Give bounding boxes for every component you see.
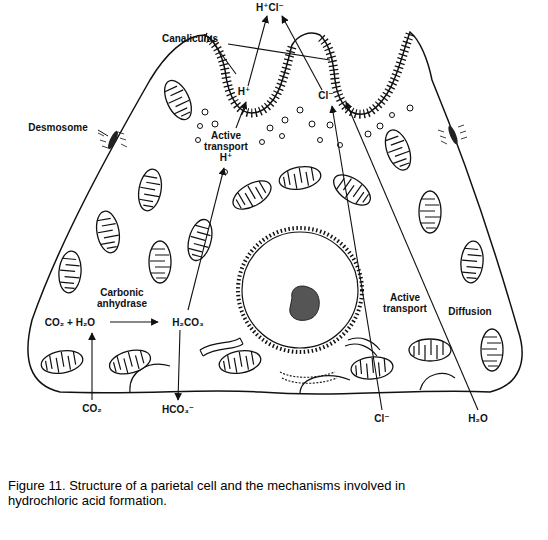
ion-label: HCO₃⁻ [158,404,198,415]
product-label: H⁺Cl⁻ [245,2,295,13]
transport-arrows [92,16,478,410]
process-label: Active transport [377,292,433,314]
enzyme-label: Carbonic anhydrase [92,287,152,309]
vesicles [196,105,414,175]
ion-label: Cl⁻ [372,413,392,424]
endoplasmic-reticulum [200,338,380,383]
nucleus [238,228,362,352]
ion-label: CO₂ [77,403,107,414]
process-label: Active transport H⁺ [201,130,251,163]
part-label: Desmosome [18,122,98,133]
part-label: Canaliculus [155,33,225,44]
molecule-label: H₂O [463,413,493,424]
ion-label: H⁺ [234,86,254,97]
product-label: H₂CO₃ [163,317,213,328]
microvilli [205,34,410,114]
figure-caption: Figure 11. Structure of a parietal cell … [8,478,456,508]
reactant-label: CO₂ + H₂O [30,317,110,328]
desmosome [98,125,467,151]
process-label: Diffusion [440,306,500,317]
ion-label: Cl⁻ [316,90,336,101]
mitochondria [39,76,503,380]
leader-line [98,130,108,136]
